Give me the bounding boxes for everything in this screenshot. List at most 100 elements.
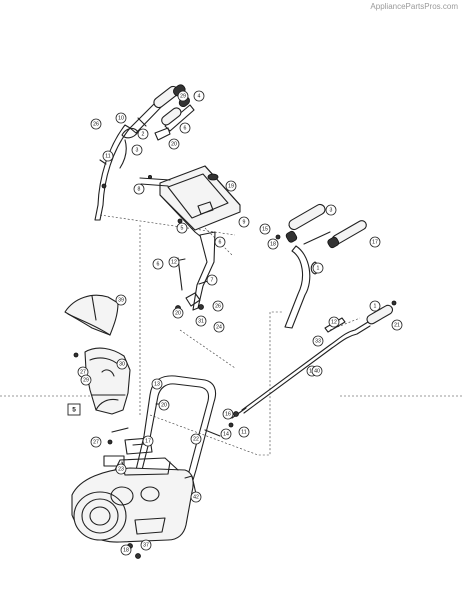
callout-number: 12 [331, 319, 337, 325]
callout-number: 20 [171, 141, 177, 147]
callout-number: 37 [143, 542, 149, 548]
callout-number: 6 [184, 125, 187, 131]
callout-18: 18 [120, 544, 132, 556]
callout-7: 7 [206, 274, 218, 286]
callout-6: 6 [179, 122, 191, 134]
callout-31: 31 [195, 315, 207, 327]
callout-number: 3 [136, 147, 139, 153]
callout-number: 16 [225, 411, 231, 417]
callout-circle [267, 238, 279, 250]
callout-circle [131, 144, 143, 156]
callout-circle [151, 378, 163, 390]
callout-number: 40 [314, 368, 320, 374]
callout-16: 16 [222, 408, 234, 420]
callout-number: 17 [372, 239, 378, 245]
callout-24: 24 [213, 321, 225, 333]
callout-number: 20 [175, 310, 181, 316]
callout-circle [238, 426, 250, 438]
callout-number: 8 [138, 186, 141, 192]
callout-circle [90, 436, 102, 448]
callout-circle [142, 435, 154, 447]
callout-number: 1 [317, 265, 320, 271]
shift-rod [231, 304, 394, 419]
watermark: AppliancePartsPros.com [370, 2, 458, 11]
callout-number: 9 [243, 219, 246, 225]
callout-number: 17 [145, 438, 151, 444]
callout-number: 13 [154, 381, 160, 387]
fasteners [73, 117, 397, 445]
callout-circle [179, 122, 191, 134]
callout-number: 7 [211, 277, 214, 283]
callout-30: 30 [116, 358, 128, 370]
callout-number: 30 [119, 361, 125, 367]
callout-number: 11 [105, 153, 110, 159]
callout-circle [116, 358, 128, 370]
callout-6: 6 [152, 258, 164, 270]
callout-number: 18 [123, 547, 129, 553]
discharge-chute [84, 347, 131, 415]
callout-26: 26 [212, 300, 224, 312]
callout-10: 10 [115, 112, 127, 124]
callout-20: 20 [172, 307, 184, 319]
callout-20: 20 [158, 399, 170, 411]
callout-14: 14 [220, 428, 232, 440]
callout-circle [90, 118, 102, 130]
callout-22: 22 [190, 433, 202, 445]
callout-29: 29 [177, 90, 189, 102]
callout-circle [102, 150, 114, 162]
auger-housing [71, 437, 197, 559]
callout-circle [369, 300, 381, 312]
callout-number: 20 [161, 402, 167, 408]
callout-4: 4 [193, 90, 205, 102]
callout-29: 29 [80, 374, 92, 386]
callout-number: 31 [198, 318, 204, 324]
callout-15: 15 [259, 223, 271, 235]
callout-number: 5 [181, 225, 184, 231]
callout-circle [190, 433, 202, 445]
callout-circle [325, 204, 337, 216]
callout-2: 2 [137, 128, 149, 140]
callout-13: 13 [151, 378, 163, 390]
callout-37: 37 [140, 539, 152, 551]
callout-number: 6 [157, 261, 160, 267]
callout-circle [172, 307, 184, 319]
callout-circle [152, 258, 164, 270]
callout-circle [195, 315, 207, 327]
callout-19: 19 [225, 180, 237, 192]
callout-39: 39 [115, 294, 127, 306]
callout-20: 20 [168, 138, 180, 150]
callout-number: 23 [118, 466, 124, 472]
callout-circle [311, 365, 323, 377]
callout-number: 33 [315, 338, 321, 344]
callout-17: 17 [142, 435, 154, 447]
callout-number: 29 [180, 93, 186, 99]
callout-40: 40 [311, 365, 323, 377]
callout-circle [158, 399, 170, 411]
callout-number: 14 [223, 431, 229, 437]
callout-number: 1 [374, 303, 377, 309]
callout-number: 27 [80, 369, 86, 375]
callout-11: 11 [238, 426, 250, 438]
callout-circle [115, 463, 127, 475]
callout-26: 26 [90, 118, 102, 130]
callout-circle [168, 256, 180, 268]
callout-17: 17 [369, 236, 381, 248]
callout-circle [312, 335, 324, 347]
callout-21: 21 [391, 319, 403, 331]
callout-8: 8 [133, 183, 145, 195]
callout-number: 24 [216, 324, 222, 330]
callout-number: 39 [118, 297, 124, 303]
callout-circle [80, 374, 92, 386]
chute-deflector [64, 294, 119, 336]
callout-circle [177, 90, 189, 102]
upper-handle-assembly [94, 84, 195, 221]
callout-1: 1 [369, 300, 381, 312]
callout-12: 12 [168, 256, 180, 268]
callout-23: 23 [115, 463, 127, 475]
callout-number: 26 [215, 303, 221, 309]
callout-circle [168, 138, 180, 150]
callout-circle [328, 316, 340, 328]
callout-circle [391, 319, 403, 331]
callout-3: 3 [131, 144, 143, 156]
callout-number: 26 [93, 121, 99, 127]
